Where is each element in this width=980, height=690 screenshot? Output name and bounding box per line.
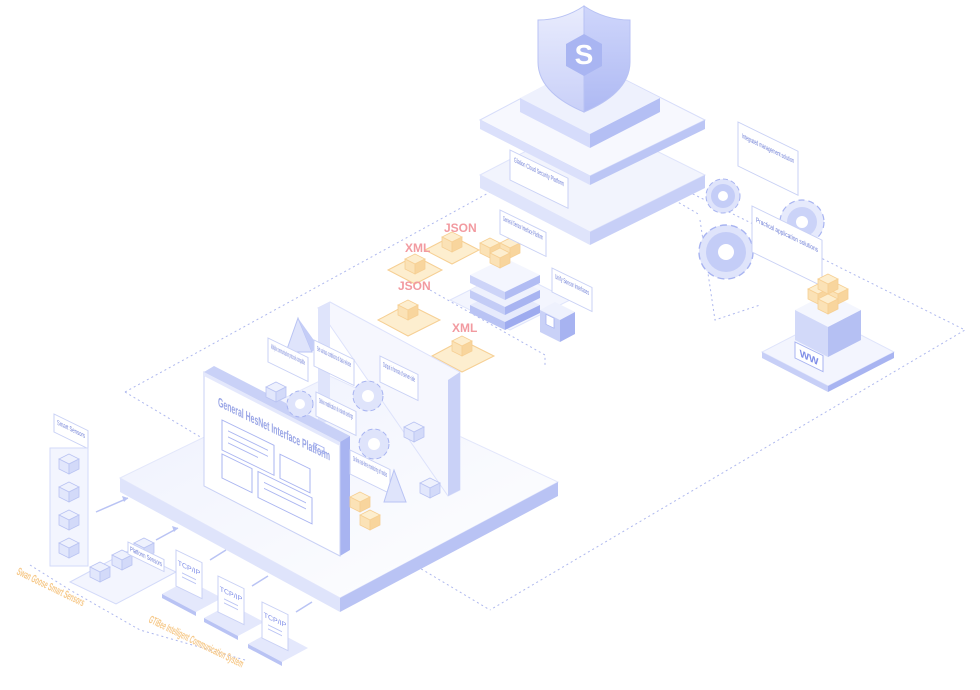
tcp-module-3: TCP/IP xyxy=(248,601,308,666)
connection-lines xyxy=(29,139,967,661)
svg-text:XML: XML xyxy=(452,321,477,335)
format-tile-xml-1: XML xyxy=(386,241,444,285)
tcp-module-2: TCP/IP xyxy=(204,575,264,640)
unify-device xyxy=(540,302,575,342)
format-tile-json-1: JSON xyxy=(423,221,481,265)
gear-icon xyxy=(698,224,754,280)
sensor-tower xyxy=(49,447,89,567)
svg-text:JSON: JSON xyxy=(398,279,431,293)
management-solutions: Integrated management solution Practical… xyxy=(698,121,896,392)
server-stack xyxy=(470,237,540,330)
format-tile-json-2: JSON xyxy=(376,279,442,337)
ww-server: WW xyxy=(760,273,896,392)
security-platform: S Glation Cloud Security Platform xyxy=(478,5,707,245)
shield-letter: S xyxy=(575,39,594,70)
gear-icon xyxy=(705,178,741,214)
svg-text:XML: XML xyxy=(405,241,430,255)
gear-icon xyxy=(286,390,314,418)
hesnet-platform: General HesNet Interface Platform Multip… xyxy=(118,301,560,612)
format-tile-xml-2: XML xyxy=(430,321,496,373)
tcp-module-1: TCP/IP xyxy=(162,549,222,616)
communication-system: TCP/IP TCP/IP TCP/IP xyxy=(147,549,313,670)
sensor-interface-platform: General Sensor Interface Platform Unify … xyxy=(448,209,593,342)
smart-sensors: Smart Sensors Platform Sensors Swan Goos… xyxy=(15,413,179,609)
gear-icon xyxy=(358,428,390,460)
format-tiles: JSON XML JSON XML xyxy=(376,221,496,373)
smart-sensors-caption: Swan Goose Smart Sensors xyxy=(15,566,87,609)
svg-text:JSON: JSON xyxy=(444,221,477,235)
gear-icon xyxy=(352,380,384,412)
shield-icon: S xyxy=(537,5,631,113)
